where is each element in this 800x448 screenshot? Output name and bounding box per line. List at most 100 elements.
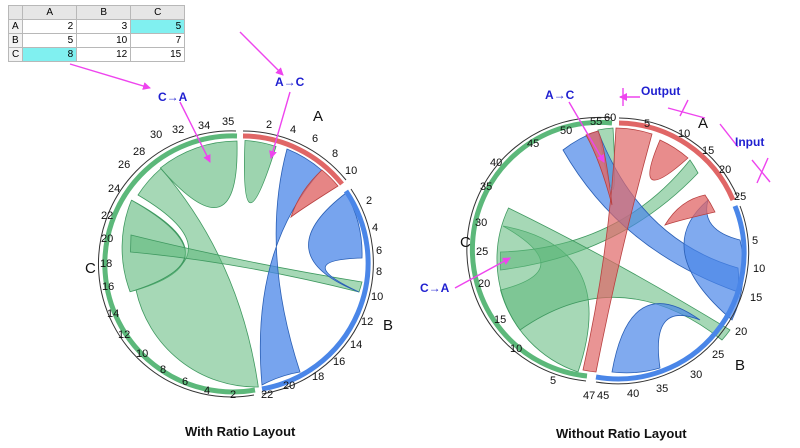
right-tick-label-b: 40	[627, 388, 639, 400]
right-tick-label-b: 47	[583, 390, 595, 402]
left-outer-ring	[98, 130, 374, 398]
right-tick-label-c: 20	[478, 278, 490, 290]
right-tick-label-c: 30	[475, 217, 487, 229]
left-tick-label-c: 32	[172, 124, 184, 136]
ribbon-b-to-b[interactable]	[683, 198, 744, 321]
right-group-label-b: B	[735, 357, 745, 374]
annotation-labels: C→A A→C A→C Output Input C→A	[158, 75, 764, 295]
right-tick-label-a: 25	[734, 191, 746, 203]
right-tick-label-c: 10	[510, 343, 522, 355]
annotation-arrows	[69, 31, 771, 289]
left-arc-a[interactable]	[242, 133, 344, 186]
row-header-a[interactable]: A	[7, 19, 24, 34]
left-chord-diagram: 2 4 6 8 10 2 4 6 8 10 12 14 16 18 20 22 …	[85, 108, 393, 401]
annotation-left-a-to-c: A→C	[275, 75, 305, 89]
ribbon-a-to-b[interactable]	[290, 169, 339, 219]
worksheet-row: C 8 12 15	[7, 47, 186, 62]
left-tick-label-c: 35	[222, 116, 234, 128]
left-arc-c[interactable]	[102, 133, 256, 395]
left-tick-label-c: 10	[136, 348, 148, 360]
left-arc-b[interactable]	[261, 189, 371, 392]
left-group-label-b: B	[383, 317, 393, 334]
column-header-a[interactable]: A	[22, 5, 78, 20]
ribbon-a-to-b[interactable]	[664, 194, 716, 226]
arrow-right-c-to-a	[454, 257, 511, 289]
worksheet-cell[interactable]: 15	[130, 47, 186, 62]
worksheet-cell-highlighted[interactable]: 8	[22, 47, 78, 62]
annotation-right-output: Output	[641, 84, 680, 98]
left-tick-label-b: 6	[376, 245, 382, 257]
right-group-label-a: A	[698, 115, 708, 132]
right-tick-label-b: 30	[690, 369, 702, 381]
arrow-right-input-line	[719, 123, 739, 148]
ribbon-b-to-b[interactable]	[308, 192, 363, 293]
right-tick-label-b: 10	[753, 263, 765, 275]
right-chord-diagram: 5 10 15 20 25 5 10 15 20 25 30 35 40 45 …	[460, 112, 765, 402]
right-tick-label-a: 15	[702, 145, 714, 157]
right-arc-c[interactable]	[469, 119, 613, 379]
arrow-right-input-cross1	[667, 107, 706, 119]
left-tick-label-c: 20	[101, 233, 113, 245]
right-tick-label-b: 20	[735, 326, 747, 338]
left-tick-labels: 2 4 6 8 10 2 4 6 8 10 12 14 16 18 20 22 …	[100, 116, 383, 401]
right-tick-label-b: 45	[597, 390, 609, 402]
ribbon-c-to-c-wide[interactable]	[135, 167, 259, 388]
left-tick-label-a: 10	[345, 165, 357, 177]
right-arc-b[interactable]	[595, 205, 747, 382]
annotation-right-input: Input	[735, 135, 764, 149]
right-tick-label-c: 5	[550, 375, 556, 387]
left-tick-label-b: 16	[333, 356, 345, 368]
left-tick-label-a: 2	[266, 119, 272, 131]
right-diagram-caption: Without Ratio Layout	[556, 426, 687, 441]
left-tick-label-c: 12	[118, 329, 130, 341]
left-tick-label-c: 18	[100, 258, 112, 270]
left-diagram-caption: With Ratio Layout	[185, 424, 296, 439]
right-tick-label-a: 20	[719, 164, 731, 176]
left-tick-label-c: 26	[118, 159, 130, 171]
annotation-right-a-to-c: A→C	[545, 88, 575, 102]
column-header-c[interactable]: C	[130, 5, 186, 20]
left-tick-label-b: 10	[371, 291, 383, 303]
right-tick-label-c: 55	[590, 116, 602, 128]
left-tick-label-b: 12	[361, 316, 373, 328]
left-tick-label-c: 16	[102, 281, 114, 293]
right-tick-label-c: 40	[490, 157, 502, 169]
arrow-a-to-c-ribbon	[269, 91, 291, 159]
ribbon-c-to-a[interactable]	[159, 140, 238, 209]
right-tick-label-b: 35	[656, 383, 668, 395]
left-tick-label-c: 4	[204, 385, 210, 397]
ribbon-c-to-b-wide[interactable]	[130, 234, 363, 293]
ribbon-a-to-c[interactable]	[582, 127, 653, 373]
right-arc-a[interactable]	[618, 120, 736, 201]
right-tick-label-b: 25	[712, 349, 724, 361]
right-tick-labels: 5 10 15 20 25 5 10 15 20 25 30 35 40 45 …	[475, 112, 765, 402]
row-header-c[interactable]: C	[7, 47, 24, 62]
annotation-left-c-to-a: C→A	[158, 90, 188, 104]
arrow-right-input-cross2	[679, 99, 689, 117]
left-tick-label-c: 24	[108, 183, 120, 195]
right-tick-label-c: 60	[604, 112, 616, 124]
left-tick-label-b: 18	[312, 371, 324, 383]
left-tick-label-c: 22	[101, 210, 113, 222]
left-tick-label-c: 28	[133, 146, 145, 158]
left-tick-label-c: 6	[182, 376, 188, 388]
arrow-c-to-a-cell	[69, 63, 151, 90]
left-tick-label-b: 4	[372, 222, 378, 234]
worksheet-corner-cell[interactable]	[7, 5, 24, 20]
ribbon-b-to-c[interactable]	[611, 303, 701, 374]
right-tick-label-b: 15	[750, 292, 762, 304]
left-tick-label-a: 8	[332, 148, 338, 160]
worksheet-header-row: A B C	[7, 5, 186, 20]
ribbon-a-to-c-loop[interactable]	[649, 139, 689, 181]
left-tick-label-a: 6	[312, 133, 318, 145]
right-ribbons	[496, 127, 744, 374]
ribbon-a-to-c[interactable]	[244, 140, 277, 204]
left-tick-label-c: 30	[150, 129, 162, 141]
arrow-right-input-end2	[751, 159, 771, 183]
left-group-label-c: C	[85, 260, 96, 277]
left-tick-label-c: 2	[230, 389, 236, 401]
right-outer-ring	[466, 116, 750, 385]
left-tick-label-b: 8	[376, 266, 382, 278]
column-header-b[interactable]: B	[76, 5, 132, 20]
worksheet-cell-highlighted[interactable]: 5	[130, 19, 186, 34]
